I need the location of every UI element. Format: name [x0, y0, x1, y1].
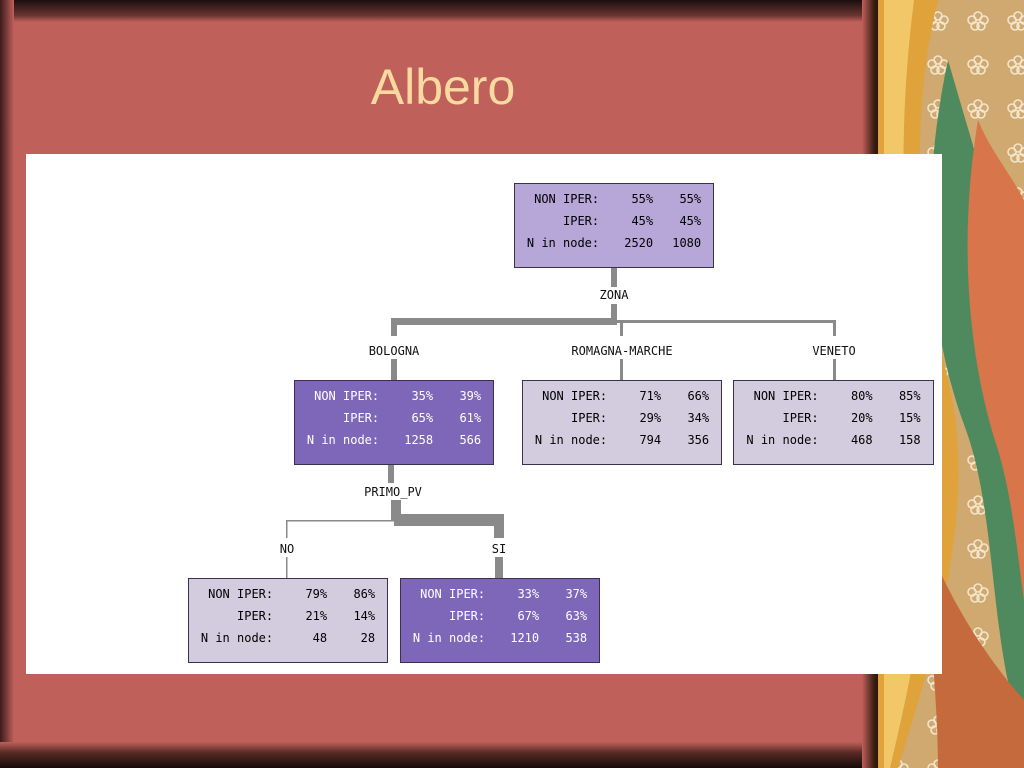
connector-drop-no: [286, 520, 288, 538]
connector-primo-pv-to-si: [394, 514, 504, 526]
value-iper-1: 21%: [305, 609, 328, 623]
value-non-iper-2: 86%: [353, 587, 376, 601]
row-label-n-in-node: N in node:: [526, 236, 600, 250]
tree-connectors: [286, 267, 836, 578]
slide-title: Albero: [370, 59, 516, 115]
value-non-iper-2: 39%: [459, 389, 482, 403]
value-iper-1: 65%: [411, 411, 434, 425]
value-iper-1: 20%: [850, 411, 873, 425]
row-label-n-in-node: N in node:: [534, 433, 608, 447]
row-label-iper: IPER:: [237, 609, 274, 623]
branch-label-bologna: BOLOGNA: [368, 344, 420, 358]
connector-drop-veneto: [833, 320, 836, 336]
connector-bologna-stem: [388, 465, 394, 483]
frame-left-edge: [0, 0, 14, 768]
value-non-iper-2: 66%: [687, 389, 710, 403]
row-label-non-iper: NON IPER:: [542, 389, 608, 403]
row-label-n-in-node: N in node:: [200, 631, 274, 645]
value-n-in-node-1: 794: [639, 433, 662, 447]
value-non-iper-1: 71%: [639, 389, 662, 403]
branch-label-no: NO: [279, 542, 295, 556]
split-label-primo-pv: PRIMO_PV: [364, 485, 422, 499]
row-label-non-iper: NON IPER:: [420, 587, 486, 601]
value-n-in-node-2: 356: [687, 433, 710, 447]
connector-primo-pv-to-no: [286, 520, 396, 522]
value-iper-2: 63%: [565, 609, 588, 623]
tree-node-no: NON IPER: 79% 86% IPER: 21% 14% N in nod…: [188, 578, 388, 663]
row-label-n-in-node: N in node:: [746, 433, 819, 447]
value-non-iper-1: 55%: [631, 192, 654, 206]
connector-veneto-node: [833, 359, 836, 380]
connector-root-stem: [611, 267, 617, 287]
connector-primo-pv-stem: [391, 500, 401, 520]
connector-romagna-node: [620, 359, 623, 380]
connector-zona-to-bologna: [391, 318, 617, 325]
value-n-in-node-1: 2520: [624, 236, 654, 250]
row-label-non-iper: NON IPER:: [753, 389, 819, 403]
tree-node-veneto: NON IPER: 80% 85% IPER: 20% 15% N in nod…: [733, 380, 934, 465]
connector-si-node: [495, 557, 503, 578]
row-label-n-in-node: N in node:: [306, 433, 380, 447]
tree-node-romagna-marche: NON IPER: 71% 66% IPER: 29% 34% N in nod…: [522, 380, 722, 465]
connector-no-node: [286, 557, 288, 578]
tree-node-bologna: NON IPER: 35% 39% IPER: 65% 61% N in nod…: [294, 380, 494, 465]
row-label-iper: IPER:: [571, 411, 608, 425]
value-n-in-node-2: 538: [565, 631, 588, 645]
branch-label-si: SI: [491, 542, 507, 556]
row-label-iper: IPER:: [449, 609, 486, 623]
value-non-iper-1: 33%: [517, 587, 540, 601]
frame-bottom-edge: [0, 742, 880, 768]
frame-top-edge: [0, 0, 880, 22]
connector-drop-bologna: [391, 318, 397, 336]
value-iper-2: 14%: [353, 609, 376, 623]
row-label-non-iper: NON IPER:: [208, 587, 274, 601]
value-n-in-node-2: 158: [898, 433, 921, 447]
branch-label-veneto: VENETO: [812, 344, 856, 358]
connector-zona-to-veneto: [617, 320, 836, 323]
value-n-in-node-1: 468: [850, 433, 873, 447]
value-iper-1: 29%: [639, 411, 662, 425]
row-label-iper: IPER:: [782, 411, 819, 425]
value-non-iper-1: 35%: [411, 389, 434, 403]
value-iper-2: 15%: [898, 411, 921, 425]
split-label-zona: ZONA: [599, 288, 629, 302]
connector-drop-romagna: [620, 320, 623, 336]
row-label-iper: IPER:: [343, 411, 380, 425]
value-n-in-node-2: 28: [360, 631, 376, 645]
row-label-non-iper: NON IPER:: [314, 389, 380, 403]
value-non-iper-2: 37%: [565, 587, 588, 601]
value-n-in-node-1: 1210: [510, 631, 540, 645]
value-iper-2: 45%: [679, 214, 702, 228]
value-n-in-node-1: 48: [312, 631, 328, 645]
value-non-iper-1: 80%: [850, 389, 873, 403]
branch-label-romagna-marche: ROMAGNA-MARCHE: [571, 344, 673, 358]
connector-bologna-node: [391, 359, 397, 380]
value-n-in-node-2: 1080: [672, 236, 702, 250]
value-n-in-node-2: 566: [459, 433, 482, 447]
tree-node-root: NON IPER: 55% 55% IPER: 45% 45% N in nod…: [514, 183, 714, 268]
tree-node-si: NON IPER: 33% 37% IPER: 67% 63% N in nod…: [400, 578, 600, 663]
row-label-non-iper: NON IPER:: [534, 192, 600, 206]
row-label-n-in-node: N in node:: [412, 631, 486, 645]
decision-tree-canvas: NON IPER: 55% 55% IPER: 45% 45% N in nod…: [26, 154, 942, 674]
connector-drop-si: [494, 514, 504, 538]
value-n-in-node-1: 1258: [404, 433, 434, 447]
value-non-iper-2: 55%: [679, 192, 702, 206]
connector-zona-stem: [611, 304, 617, 320]
value-iper-2: 61%: [459, 411, 482, 425]
row-label-iper: IPER:: [563, 214, 600, 228]
value-iper-2: 34%: [687, 411, 710, 425]
value-iper-1: 45%: [631, 214, 654, 228]
value-non-iper-2: 85%: [898, 389, 921, 403]
value-iper-1: 67%: [517, 609, 540, 623]
value-non-iper-1: 79%: [305, 587, 328, 601]
